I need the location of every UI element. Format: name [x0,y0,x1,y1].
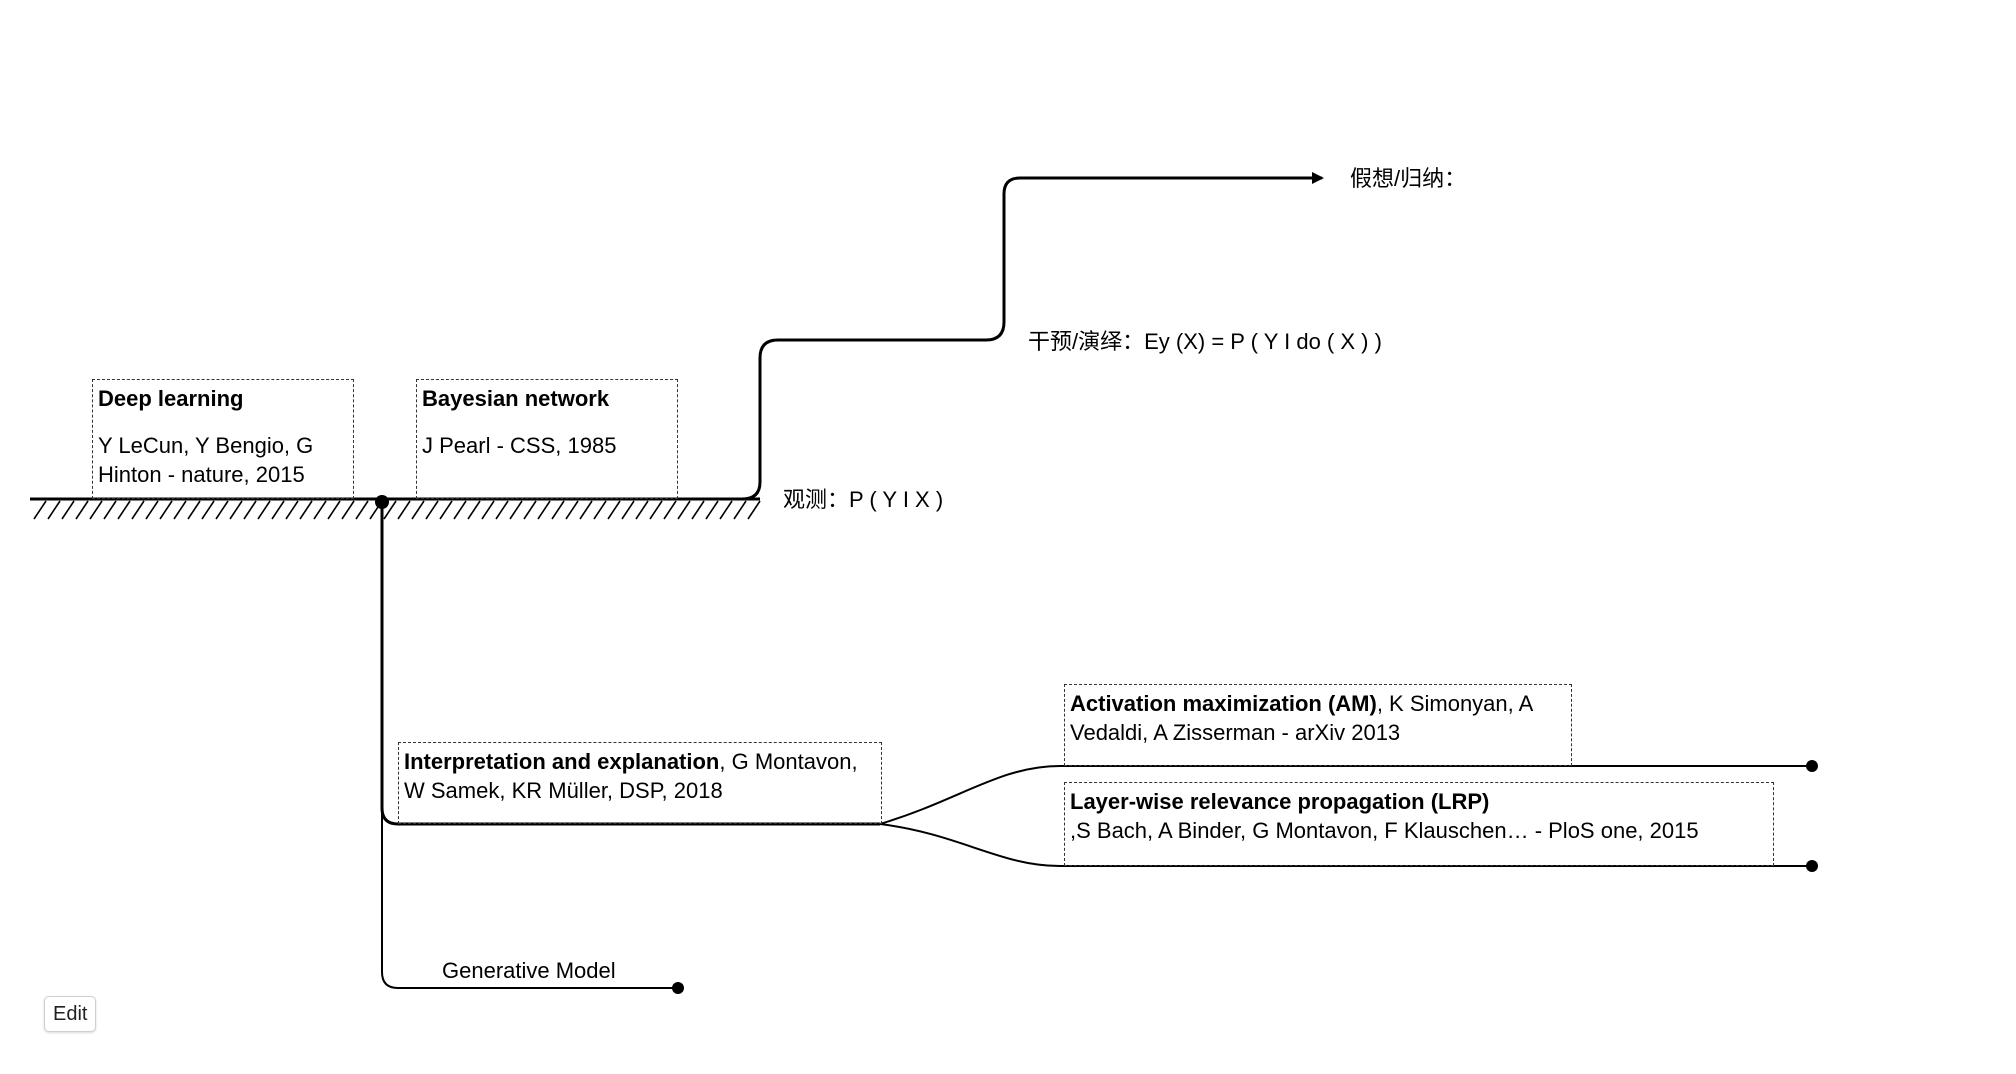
node-body: , K Simonyan, A Vedaldi, A Zisserman - a… [1070,691,1533,745]
node-lrp[interactable]: Layer-wise relevance propagation (LRP) ,… [1064,782,1774,866]
lrp-endpoint-dot [1806,860,1818,872]
node-body: , G Montavon, W Samek, KR Müller, DSP, 2… [404,749,858,803]
am-endpoint-dot [1806,760,1818,772]
label-observation: 观测：P ( Y I X ) [783,487,944,512]
root-node-dot [375,495,389,509]
node-title: Deep learning [98,386,244,411]
label-generative-model: Generative Model [442,958,616,983]
node-bayesian-network[interactable]: Bayesian network J Pearl - CSS, 1985 [416,379,678,499]
node-deep-learning[interactable]: Deep learning Y LeCun, Y Bengio, G Hinto… [92,379,354,499]
generative-endpoint-dot [672,982,684,994]
branch-to-lrp [879,823,1812,867]
trunk-to-generative [381,808,678,989]
node-title: Interpretation and explanation [404,749,720,774]
ground-line [30,497,761,520]
node-interpretation[interactable]: Interpretation and explanation, G Montav… [398,742,882,824]
node-activation-maximization[interactable]: Activation maximization (AM), K Simonyan… [1064,684,1572,766]
node-body: Y LeCun, Y Bengio, G Hinton - nature, 20… [98,433,314,487]
node-title: Activation maximization (AM) [1070,691,1377,716]
label-hypothesis: 假想/归纳： [1350,166,1467,191]
node-title: Bayesian network [422,386,610,411]
edit-button[interactable]: Edit [44,996,97,1032]
node-body: ,S Bach, A Binder, G Montavon, F Klausch… [1070,818,1699,843]
node-title: Layer-wise relevance propagation (LRP) [1070,789,1490,814]
node-body: J Pearl - CSS, 1985 [422,433,617,458]
label-intervention: 干预/演绎：Ey (X) = P ( Y I do ( X ) ) [1028,329,1382,354]
branch-to-am [879,765,1812,825]
staircase-connector [380,172,1324,501]
